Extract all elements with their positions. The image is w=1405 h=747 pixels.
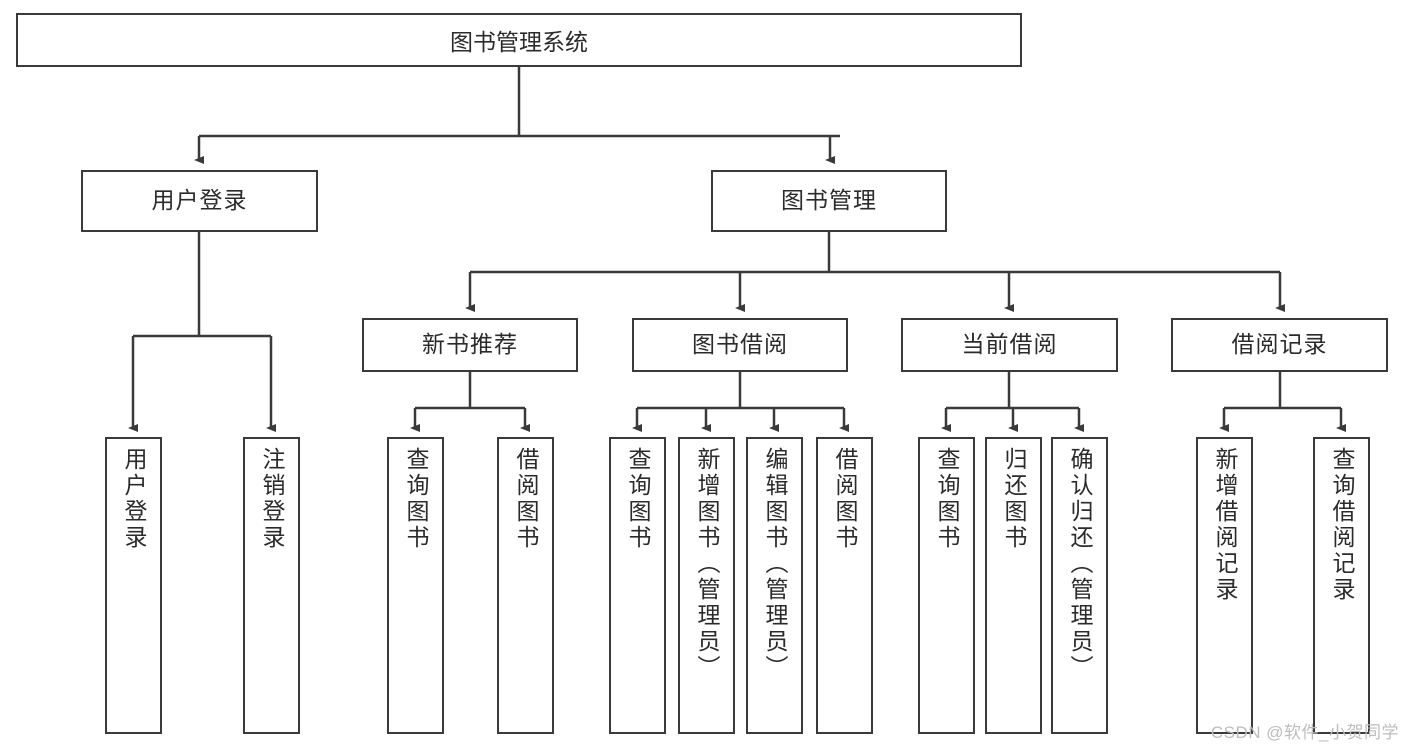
watermark-text: CSDN @软件_小贺同学 — [1210, 723, 1399, 742]
node-root-system[interactable]: 图书管理系统 — [16, 13, 1022, 67]
leaf-label: 用户登录 — [121, 447, 147, 551]
leaf-current-borrow-return-book[interactable]: 归还图书 — [985, 437, 1042, 734]
leaf-book-borrow-query-book[interactable]: 查询图书 — [609, 437, 666, 734]
leaf-label: 编辑图书（管理员） — [762, 447, 788, 681]
node-current-borrow[interactable]: 当前借阅 — [901, 318, 1118, 372]
leaf-current-borrow-query-book[interactable]: 查询图书 — [918, 437, 975, 734]
leaf-book-borrow-borrow-book[interactable]: 借阅图书 — [816, 437, 873, 734]
leaf-label: 借阅图书 — [513, 447, 539, 551]
leaf-label: 确认归还（管理员） — [1067, 447, 1093, 681]
leaf-label: 新增借阅记录 — [1212, 447, 1238, 603]
leaf-book-borrow-add-book-admin[interactable]: 新增图书（管理员） — [678, 437, 735, 734]
leaf-user-login-logout[interactable]: 注销登录 — [243, 437, 300, 734]
leaf-borrow-record-add-record[interactable]: 新增借阅记录 — [1196, 437, 1253, 734]
leaf-new-book-borrow-book[interactable]: 借阅图书 — [497, 437, 554, 734]
leaf-current-borrow-confirm-return-admin[interactable]: 确认归还（管理员） — [1051, 437, 1108, 734]
node-book-management[interactable]: 图书管理 — [711, 170, 947, 232]
leaf-user-login-login[interactable]: 用户登录 — [105, 437, 162, 734]
node-new-book-recommend[interactable]: 新书推荐 — [362, 318, 578, 372]
node-borrow-record[interactable]: 借阅记录 — [1171, 318, 1388, 372]
leaf-label: 查询图书 — [934, 447, 960, 551]
leaf-borrow-record-query-record[interactable]: 查询借阅记录 — [1313, 437, 1370, 734]
leaf-label: 归还图书 — [1001, 447, 1027, 551]
leaf-book-borrow-edit-book-admin[interactable]: 编辑图书（管理员） — [746, 437, 803, 734]
leaf-label: 查询借阅记录 — [1329, 447, 1355, 603]
leaf-new-book-query-book[interactable]: 查询图书 — [387, 437, 444, 734]
leaf-label: 新增图书（管理员） — [694, 447, 720, 681]
leaf-label: 注销登录 — [259, 447, 285, 551]
leaf-label: 借阅图书 — [832, 447, 858, 551]
leaf-label: 查询图书 — [625, 447, 651, 551]
node-user-login[interactable]: 用户登录 — [81, 170, 318, 232]
leaf-label: 查询图书 — [403, 447, 429, 551]
node-book-borrow[interactable]: 图书借阅 — [632, 318, 848, 372]
